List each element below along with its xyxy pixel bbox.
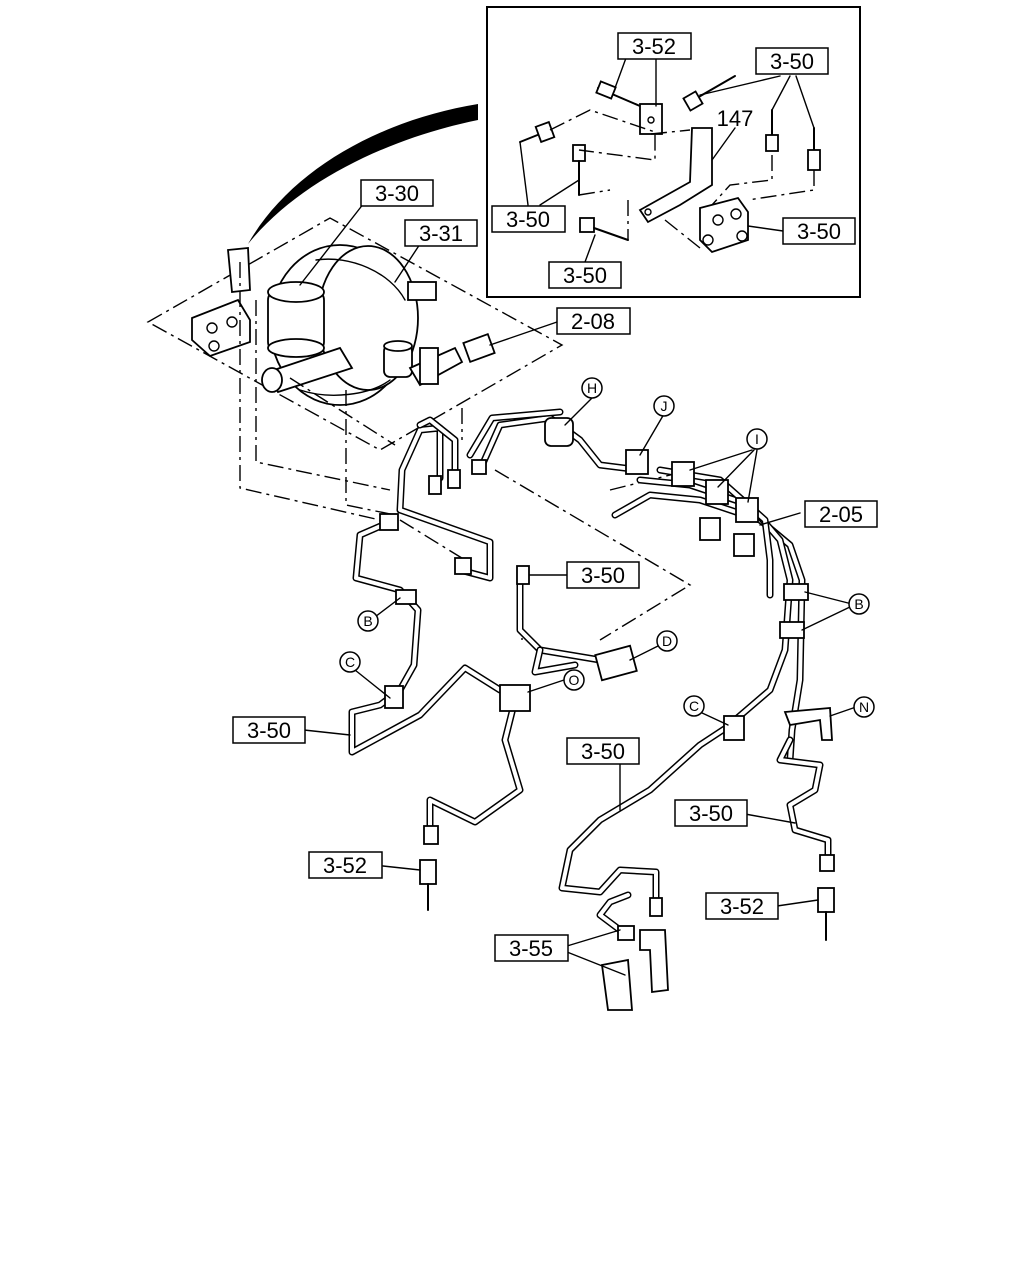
bolt-part xyxy=(682,75,736,112)
clamps-and-fittings xyxy=(379,417,835,1011)
svg-text:C: C xyxy=(689,698,699,714)
callout-j: J xyxy=(653,395,675,417)
pipe-fitting-part xyxy=(765,109,779,152)
svg-text:3-50: 3-50 xyxy=(581,739,625,764)
svg-text:147: 147 xyxy=(717,106,754,131)
callout-b-left: B xyxy=(357,610,379,632)
svg-text:3-52: 3-52 xyxy=(720,894,764,919)
pipe-fitting-part xyxy=(519,120,556,144)
svg-text:N: N xyxy=(859,699,869,715)
svg-text:3-50: 3-50 xyxy=(689,801,733,826)
label-3-50-mid: 3-50 xyxy=(566,561,640,589)
callout-h: H xyxy=(581,377,603,399)
mounting-bracket-part xyxy=(638,127,713,224)
callout-n: N xyxy=(853,696,875,718)
callout-c-left: C xyxy=(339,651,361,673)
svg-text:B: B xyxy=(363,613,372,629)
svg-text:3-30: 3-30 xyxy=(375,181,419,206)
callout-i: I xyxy=(746,428,768,450)
inset-label-3-50-top: 3-50 xyxy=(755,47,829,75)
svg-text:2-08: 2-08 xyxy=(571,309,615,334)
callout-o: O xyxy=(563,669,585,691)
label-3-50-left: 3-50 xyxy=(232,716,306,744)
svg-text:D: D xyxy=(662,633,672,649)
bolt-part xyxy=(579,217,629,241)
label-3-55: 3-55 xyxy=(494,934,569,962)
inset-label-3-52: 3-52 xyxy=(617,32,692,60)
inset-pointer-arrow xyxy=(248,104,478,244)
svg-text:3-50: 3-50 xyxy=(563,263,607,288)
svg-text:3-52: 3-52 xyxy=(323,853,367,878)
svg-text:3-50: 3-50 xyxy=(770,49,814,74)
bolt-part xyxy=(595,80,641,107)
inset-label-3-50-right: 3-50 xyxy=(782,217,856,245)
svg-text:3-52: 3-52 xyxy=(632,34,676,59)
svg-text:J: J xyxy=(661,398,668,414)
pipe-fitting-part xyxy=(572,144,586,196)
svg-text:3-50: 3-50 xyxy=(581,563,625,588)
svg-text:3-50: 3-50 xyxy=(506,207,550,232)
inset-label-3-50-left: 3-50 xyxy=(491,205,566,233)
label-3-52-right: 3-52 xyxy=(705,892,779,920)
callout-d: D xyxy=(656,630,678,652)
label-3-52-left: 3-52 xyxy=(308,851,383,879)
label-2-08: 2-08 xyxy=(556,307,631,335)
svg-text:2-05: 2-05 xyxy=(819,502,863,527)
label-3-50-center: 3-50 xyxy=(566,737,640,765)
label-3-30: 3-30 xyxy=(360,179,434,207)
svg-text:O: O xyxy=(569,672,580,688)
proportioning-valve-part xyxy=(699,196,749,254)
svg-text:H: H xyxy=(587,380,597,396)
label-3-31: 3-31 xyxy=(404,219,478,247)
svg-text:B: B xyxy=(854,596,863,612)
callout-c-right: C xyxy=(683,695,705,717)
label-2-05: 2-05 xyxy=(804,500,878,528)
svg-text:C: C xyxy=(345,654,355,670)
inset-label-147: 147 xyxy=(717,106,754,131)
brake-pipes xyxy=(348,408,832,934)
label-3-50-right: 3-50 xyxy=(674,799,748,827)
callout-b-right: B xyxy=(848,593,870,615)
inset-label-3-50-bottom: 3-50 xyxy=(548,261,622,289)
brake-booster-assembly xyxy=(146,217,564,451)
svg-text:3-31: 3-31 xyxy=(419,221,463,246)
clamp-bracket-part xyxy=(639,103,663,135)
relation-dash-lines xyxy=(239,262,692,641)
svg-text:I: I xyxy=(755,431,759,447)
svg-text:3-55: 3-55 xyxy=(509,936,553,961)
svg-text:3-50: 3-50 xyxy=(247,718,291,743)
leader-lines xyxy=(299,202,857,976)
svg-text:3-50: 3-50 xyxy=(797,219,841,244)
